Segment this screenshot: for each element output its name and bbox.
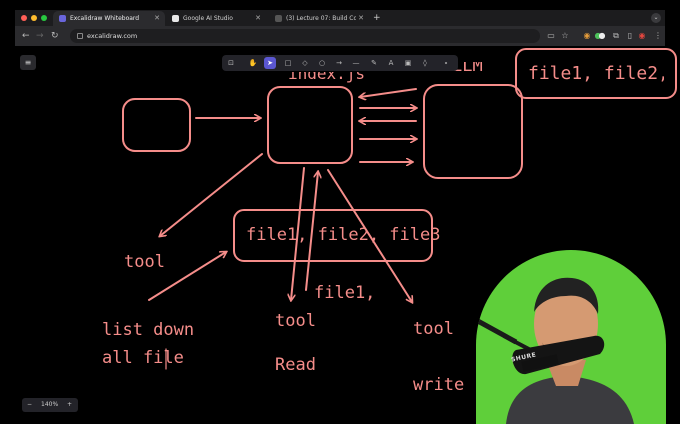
label-llm[interactable]: LLM <box>452 56 483 76</box>
selection-icon[interactable]: ➤ <box>264 57 276 69</box>
tab-excalidraw[interactable]: Excalidraw Whiteboard ✕ <box>53 11 165 26</box>
excalidraw-toolbar: ⊡ ✋ ➤ □ ◇ ○ → — ✎ A ▣ ◊ ⬩ <box>222 55 458 71</box>
profile-circle-icon[interactable]: ● <box>598 31 606 40</box>
hamburger-icon: ≡ <box>24 58 32 67</box>
llm-files-box[interactable] <box>515 48 677 99</box>
text-icon[interactable]: A <box>388 59 394 67</box>
llm-files-text[interactable]: file1, file2, fil <box>528 63 664 84</box>
arrow-file1-to-index[interactable] <box>305 172 318 291</box>
eraser-icon[interactable]: ◊ <box>423 59 427 67</box>
index-js-box[interactable] <box>267 86 353 164</box>
main-menu-button[interactable]: ≡ <box>20 55 36 70</box>
site-info-icon[interactable] <box>77 33 83 39</box>
zoom-out-button[interactable]: − <box>27 401 33 408</box>
pencil-icon[interactable]: ✎ <box>371 59 377 67</box>
browser-titlebar: Excalidraw Whiteboard ✕ Google AI Studio… <box>15 10 665 26</box>
label-file1[interactable]: file1, <box>314 283 376 303</box>
google-ai-studio-icon <box>172 15 179 22</box>
files-text[interactable]: file1, file2, file3 <box>246 225 441 245</box>
files-box[interactable] <box>233 209 433 262</box>
label-tool-left[interactable]: tool <box>124 252 165 272</box>
zoom-in-button[interactable]: + <box>67 401 73 408</box>
label-index-js[interactable]: index.js <box>288 64 366 83</box>
tab-title: Google AI Studio <box>183 15 233 22</box>
arrow-index-to-tool-mid[interactable] <box>291 167 305 300</box>
label-read[interactable]: Read <box>275 355 316 375</box>
label-list-down[interactable]: list down <box>102 320 195 340</box>
minimize-window-button[interactable] <box>31 15 37 21</box>
maximize-window-button[interactable] <box>41 15 47 21</box>
llm-box[interactable] <box>423 84 523 179</box>
extension-green-icon[interactable]: ● <box>594 31 602 40</box>
ellipse-icon[interactable]: ○ <box>318 59 326 67</box>
reload-button[interactable]: ↻ <box>51 31 59 41</box>
presenter-video <box>476 277 634 424</box>
tab-search-button[interactable]: ⌄ <box>651 13 661 23</box>
close-tab-icon[interactable]: ✕ <box>358 14 364 22</box>
menu-kebab-icon[interactable]: ⋮ <box>654 31 662 40</box>
new-tab-button[interactable]: + <box>373 13 381 23</box>
arrow-llm-to-index-1[interactable] <box>360 88 417 97</box>
zoom-level[interactable]: 140% <box>41 401 59 408</box>
tab-title: (3) Lecture 07: Build Code Re <box>286 15 356 22</box>
label-tool-mid[interactable]: tool <box>275 311 316 331</box>
extensions-puzzle-icon[interactable]: ⧉ <box>613 31 619 40</box>
close-tab-icon[interactable]: ✕ <box>255 14 261 22</box>
webcam-overlay: SHURE <box>476 250 666 424</box>
arrow-tool-to-files[interactable] <box>148 252 226 301</box>
arrow-index-to-tool-right[interactable] <box>327 169 412 302</box>
arrow-icon[interactable]: → <box>336 59 342 67</box>
diamond-icon[interactable]: ◇ <box>302 59 308 67</box>
url-text: excalidraw.com <box>87 32 138 40</box>
tab-lecture-youtube[interactable]: (3) Lecture 07: Build Code Re ✕ <box>269 11 369 26</box>
tab-google-ai-studio[interactable]: Google AI Studio ✕ <box>166 11 266 26</box>
arrow-index-to-tool-left[interactable] <box>160 153 263 236</box>
close-window-button[interactable] <box>21 15 27 21</box>
label-tool-right[interactable]: tool <box>413 319 454 339</box>
back-button[interactable]: ← <box>22 31 30 41</box>
bookmark-star-icon[interactable]: ☆ <box>561 31 569 40</box>
more-tools-icon[interactable]: ⬩ <box>444 59 448 67</box>
label-write[interactable]: write <box>413 375 465 395</box>
forward-button[interactable]: → <box>36 31 44 41</box>
image-icon[interactable]: ▣ <box>404 59 412 67</box>
sidebar-icon[interactable]: ▯ <box>627 31 633 40</box>
rectangle-icon[interactable]: □ <box>284 59 292 67</box>
youtube-icon <box>275 15 282 22</box>
chevron-down-icon: ⌄ <box>653 14 659 21</box>
tab-title: Excalidraw Whiteboard <box>70 15 140 22</box>
cast-icon[interactable]: ▭ <box>547 31 555 40</box>
extension-color-icon[interactable]: ◉ <box>583 31 591 40</box>
label-all-file[interactable]: all file <box>102 348 184 368</box>
excalidraw-icon <box>59 15 66 22</box>
recording-icon[interactable]: ◉ <box>638 31 646 40</box>
small-node-box[interactable] <box>122 98 191 152</box>
address-bar[interactable]: excalidraw.com <box>70 29 540 43</box>
lock-icon[interactable]: ⊡ <box>228 59 234 67</box>
line-icon[interactable]: — <box>352 59 360 67</box>
close-tab-icon[interactable]: ✕ <box>154 14 160 22</box>
zoom-controls: − 140% + <box>22 398 78 412</box>
hand-icon[interactable]: ✋ <box>248 59 258 67</box>
browser-toolbar: ← → ↻ excalidraw.com ▭ ☆ ◉ ● ● ⧉ ▯ ◉ ⋮ <box>15 26 665 46</box>
